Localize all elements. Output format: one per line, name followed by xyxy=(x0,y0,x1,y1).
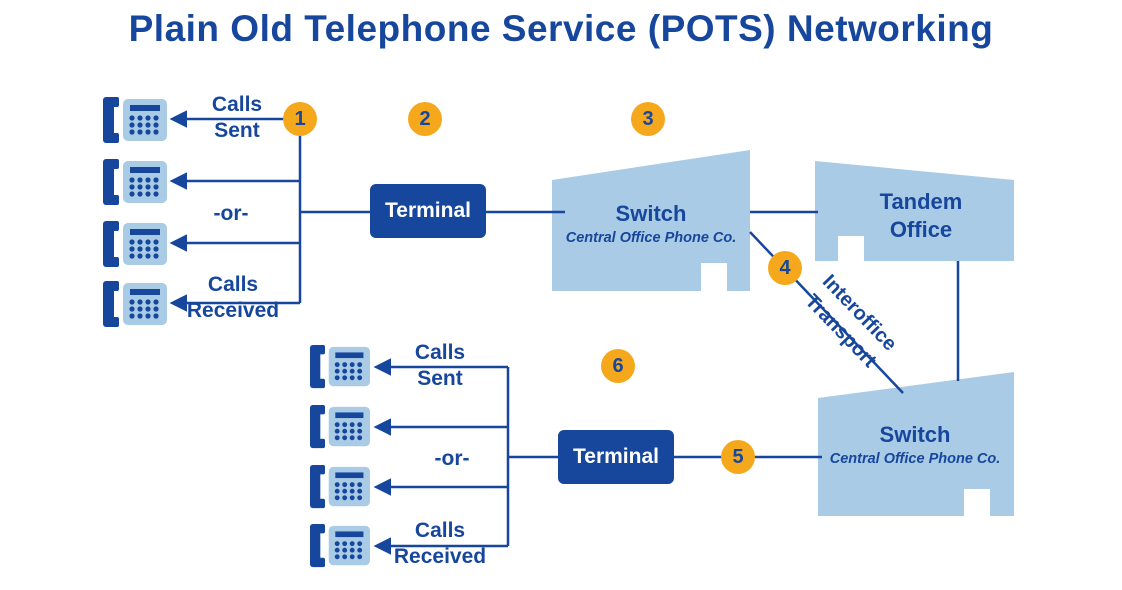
tandem-office-label: Tandem Office xyxy=(880,188,963,243)
switch-top-shape xyxy=(552,150,750,291)
switch-top-label: Switch Central Office Phone Co. xyxy=(566,200,737,246)
switch-bottom-shape xyxy=(818,372,1014,516)
phone-icon xyxy=(310,404,370,449)
step-marker-5: 5 xyxy=(721,440,755,474)
phone-icon xyxy=(310,464,370,509)
calls-received-label-bottom: Calls Received xyxy=(393,519,487,569)
switch-top-title: Switch xyxy=(615,201,687,226)
or-label-top: -or- xyxy=(213,202,249,225)
step-marker-2: 2 xyxy=(408,102,442,136)
switch-bottom-title: Switch xyxy=(879,422,951,447)
phone-icon xyxy=(310,523,370,568)
phone-icon xyxy=(103,281,167,327)
tandem-office-shape xyxy=(815,161,1014,261)
switch-bottom-subtitle: Central Office Phone Co. xyxy=(829,450,1001,467)
phone-icon xyxy=(103,97,167,143)
step-marker-3: 3 xyxy=(631,102,665,136)
step-marker-4: 4 xyxy=(768,251,802,285)
phone-icon xyxy=(103,159,167,205)
switch-top-subtitle: Central Office Phone Co. xyxy=(565,229,737,246)
terminal-node-bottom: Terminal xyxy=(558,430,674,484)
tandem-office-title: Tandem Office xyxy=(879,189,963,242)
phone-icon xyxy=(310,344,370,389)
step-marker-6: 6 xyxy=(601,349,635,383)
step-marker-1: 1 xyxy=(283,102,317,136)
calls-sent-label-top: Calls Sent xyxy=(211,93,263,143)
diagram-title: Plain Old Telephone Service (POTS) Netwo… xyxy=(128,8,994,49)
phone-icon xyxy=(103,221,167,267)
calls-sent-label-bottom: Calls Sent xyxy=(414,341,466,391)
switch-bottom-label: Switch Central Office Phone Co. xyxy=(830,421,1001,467)
calls-received-label-top: Calls Received xyxy=(186,273,280,323)
terminal-node-top: Terminal xyxy=(370,184,486,238)
or-label-bottom: -or- xyxy=(434,447,470,470)
